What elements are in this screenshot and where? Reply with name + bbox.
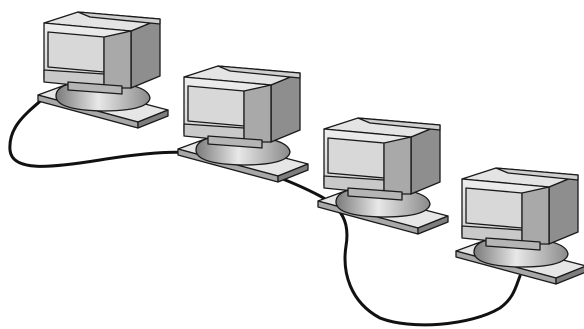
computer-2 (178, 66, 308, 182)
computer-3 (318, 118, 448, 234)
computer-4 (456, 168, 584, 284)
computer-1 (38, 12, 168, 128)
